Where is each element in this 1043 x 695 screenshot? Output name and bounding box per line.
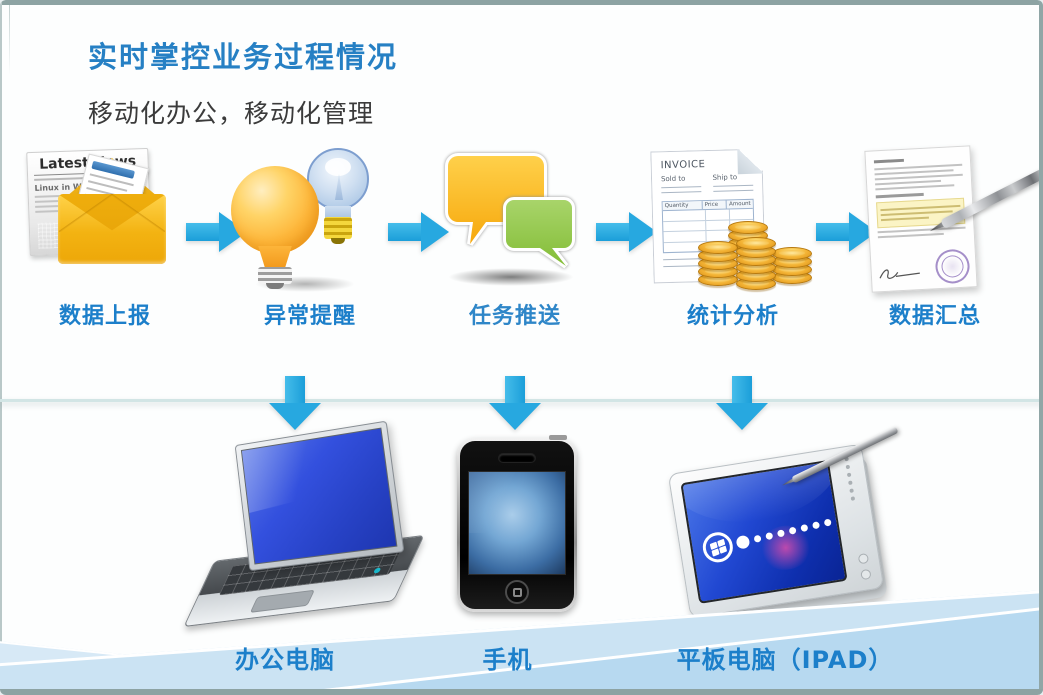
page-subtitle: 移动化办公，移动化管理 — [88, 99, 375, 128]
coin-stack — [772, 247, 812, 284]
signature-icon — [879, 269, 920, 279]
arrow-shaft — [596, 223, 629, 241]
newspaper-envelope-icon: Latest News Linux in World — [20, 147, 190, 290]
document-line — [875, 184, 955, 191]
process-step-statistics: INVOICE Sold to Ship to Quanti — [648, 148, 818, 333]
coin-stack — [698, 241, 738, 286]
document-line — [877, 226, 966, 234]
tablet-screen — [680, 459, 848, 604]
chat-bubbles-icon — [430, 148, 600, 290]
orange-bulb-neck — [258, 246, 292, 268]
arrow-shaft — [285, 376, 305, 403]
document-subheading — [875, 192, 925, 199]
device-label-tablet: 平板电脑（IPAD） — [676, 646, 894, 674]
flow-arrow-right-2 — [388, 212, 450, 252]
chat-bubbles-svg — [445, 153, 575, 269]
process-step-alert: 异常提醒 — [225, 148, 395, 333]
envelope-icon — [58, 153, 166, 266]
device-label-laptop: 办公电脑 — [235, 646, 335, 674]
flow-arrow-down-laptop — [269, 376, 321, 430]
flow-arrow-down-phone — [489, 376, 541, 430]
flow-arrow-right-3 — [596, 212, 658, 252]
frame-bottom-border — [0, 689, 1043, 695]
phone-screen — [468, 471, 566, 575]
arrow-shaft — [186, 223, 219, 241]
blue-bulb-neck — [325, 206, 351, 218]
newspaper-photo — [37, 222, 59, 249]
envelope-fold-line — [111, 194, 165, 232]
device-label-phone: 手机 — [482, 646, 533, 674]
arrow-shaft — [816, 223, 849, 241]
invoice-line — [661, 191, 701, 193]
step-label-task-push: 任务推送 — [468, 303, 561, 329]
light-bulb-icon — [225, 148, 395, 292]
phone-speaker — [499, 454, 535, 462]
arrow-head — [489, 403, 541, 430]
arrow-head — [716, 403, 768, 430]
phone-body — [460, 441, 574, 609]
tablet-button — [860, 568, 872, 581]
invoice-ship-to: Ship to — [712, 173, 738, 182]
process-step-data-report: Latest News Linux in World — [20, 147, 190, 333]
bulb-highlight — [325, 158, 351, 176]
process-step-task-push: 任务推送 — [430, 148, 600, 333]
agreement-sheet — [864, 145, 978, 293]
frame-corner-line — [9, 5, 10, 75]
invoice-sold-to: Sold to — [660, 174, 686, 184]
envelope-fold-line — [59, 194, 113, 232]
arrow-shaft — [732, 376, 752, 403]
invoice-line — [713, 185, 753, 187]
frame-top-border — [0, 0, 1043, 5]
blue-bulb-base — [324, 217, 352, 239]
arrow-shaft — [505, 376, 525, 403]
arrow-shaft — [388, 223, 421, 241]
invoice-line — [661, 186, 701, 188]
orange-bulb-tip — [266, 283, 284, 289]
phone-icon — [457, 435, 577, 612]
tablet-side-buttons — [844, 456, 856, 501]
laptop-display — [240, 427, 398, 565]
coin-stack — [736, 237, 776, 290]
frame-right-border — [1039, 0, 1043, 695]
step-label-summary: 数据汇总 — [888, 304, 981, 329]
step-label-statistics: 统计分析 — [686, 304, 779, 329]
invoice-fold-corner — [737, 149, 763, 175]
orange-bulb-screw — [258, 267, 292, 284]
phone-power-button — [549, 435, 567, 440]
frame-left-border — [0, 0, 2, 695]
page-title: 实时掌控业务过程情况 — [88, 40, 399, 74]
flow-arrow-down-tablet — [716, 376, 768, 430]
blue-bulb-tip — [331, 238, 345, 244]
phone-home-button — [505, 580, 529, 604]
stamp-icon — [931, 244, 974, 288]
windows-logo-icon — [700, 530, 735, 565]
laptop-screen — [234, 420, 405, 572]
invoice-coins-icon: INVOICE Sold to Ship to Quanti — [648, 148, 818, 290]
step-label-data-report: 数据上报 — [58, 304, 151, 329]
bulb-filament — [335, 174, 343, 200]
invoice-col-quantity: Quantity — [663, 201, 703, 210]
invoice-line — [713, 190, 753, 192]
process-step-summary: 数据汇总 — [850, 145, 1043, 333]
signed-document-icon — [850, 145, 1043, 293]
chat-shadow — [448, 268, 574, 286]
step-label-alert: 异常提醒 — [263, 304, 356, 329]
orange-bulb-icon — [231, 166, 319, 254]
document-heading — [873, 158, 904, 164]
document-line — [874, 173, 963, 181]
tablet-button — [857, 552, 870, 565]
arrow-head — [269, 403, 321, 430]
gold-coins-icon — [698, 204, 816, 290]
arrow-head — [421, 212, 449, 252]
